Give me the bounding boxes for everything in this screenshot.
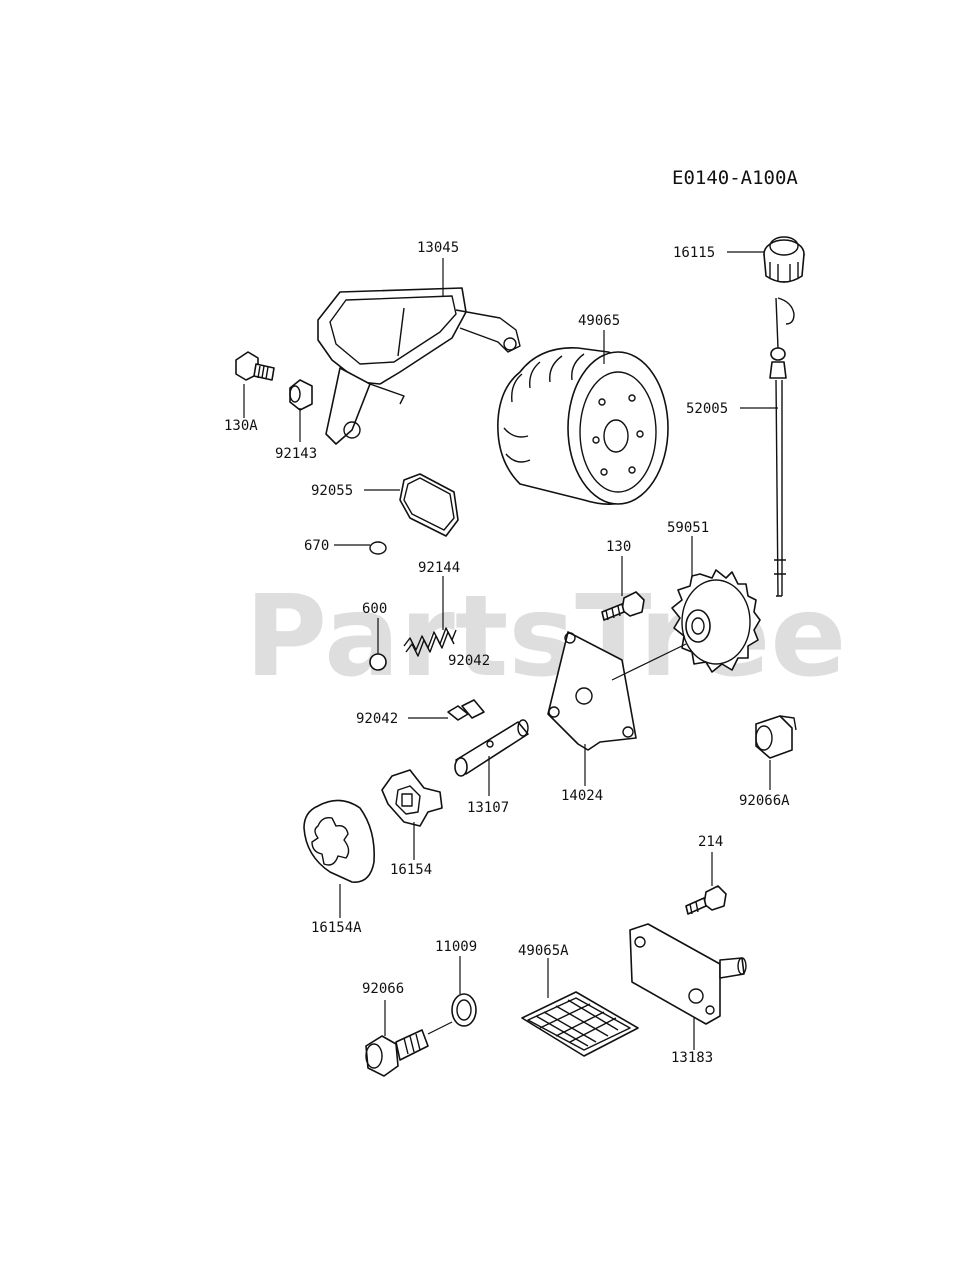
gasket-92055-drawing	[399, 473, 459, 537]
part-label-130[interactable]: 130	[606, 539, 631, 555]
part-label-92042-spring[interactable]: 92042	[448, 653, 490, 669]
cover-plate-14024-drawing	[547, 631, 687, 751]
part-label-214[interactable]: 214	[698, 834, 723, 850]
plug-92066a-drawing	[755, 715, 797, 759]
washer-11009-drawing	[451, 993, 477, 1027]
part-label-92144[interactable]: 92144	[418, 560, 460, 576]
shaft-13107-drawing	[454, 719, 529, 777]
bolt-130-drawing	[601, 591, 645, 621]
part-label-92066a[interactable]: 92066A	[739, 793, 790, 809]
bolt-214-drawing	[685, 885, 727, 915]
part-label-13183[interactable]: 13183	[671, 1050, 713, 1066]
part-label-11009[interactable]: 11009	[435, 939, 477, 955]
part-label-59051[interactable]: 59051	[667, 520, 709, 536]
diagram-code: E0140-A100A	[672, 167, 798, 189]
part-label-49065[interactable]: 49065	[578, 313, 620, 329]
leader-lines	[243, 251, 778, 1050]
part-label-670[interactable]: 670	[304, 538, 329, 554]
part-label-130a[interactable]: 130A	[224, 418, 258, 434]
oil-filter-drawing	[497, 347, 669, 505]
part-label-92066[interactable]: 92066	[362, 981, 404, 997]
bracket-13183-drawing	[629, 923, 747, 1025]
outer-rotor-16154a-drawing	[303, 799, 376, 883]
part-label-16154a[interactable]: 16154A	[311, 920, 362, 936]
inner-rotor-16154-drawing	[381, 769, 443, 827]
part-label-16154[interactable]: 16154	[390, 862, 432, 878]
part-label-600[interactable]: 600	[362, 601, 387, 617]
oil-strainer-housing-drawing	[317, 287, 521, 445]
drain-plug-92066-drawing	[365, 1029, 429, 1077]
part-label-92042-pin[interactable]: 92042	[356, 711, 398, 727]
spring-92144-drawing	[403, 627, 457, 657]
part-label-92055[interactable]: 92055	[311, 483, 353, 499]
part-label-49065a[interactable]: 49065A	[518, 943, 569, 959]
bolt-130a-drawing	[235, 351, 275, 381]
part-label-52005[interactable]: 52005	[686, 401, 728, 417]
ball-600-drawing	[369, 653, 387, 671]
part-labels: 13045 16115 49065 130A 92143 52005 92055…	[224, 240, 790, 1066]
dipstick-cap-drawing	[763, 236, 805, 283]
o-ring-670-drawing	[369, 541, 387, 555]
part-label-13107[interactable]: 13107	[467, 800, 509, 816]
part-label-16115[interactable]: 16115	[673, 245, 715, 261]
filter-screen-49065a-drawing	[521, 991, 639, 1057]
collar-92143-drawing	[289, 379, 313, 411]
dipstick-drawing	[769, 297, 795, 597]
part-label-14024[interactable]: 14024	[561, 788, 603, 804]
pins-92042-drawing	[447, 699, 485, 721]
gear-59051-drawing	[671, 569, 761, 673]
part-label-92143[interactable]: 92143	[275, 446, 317, 462]
part-label-13045[interactable]: 13045	[417, 240, 459, 256]
